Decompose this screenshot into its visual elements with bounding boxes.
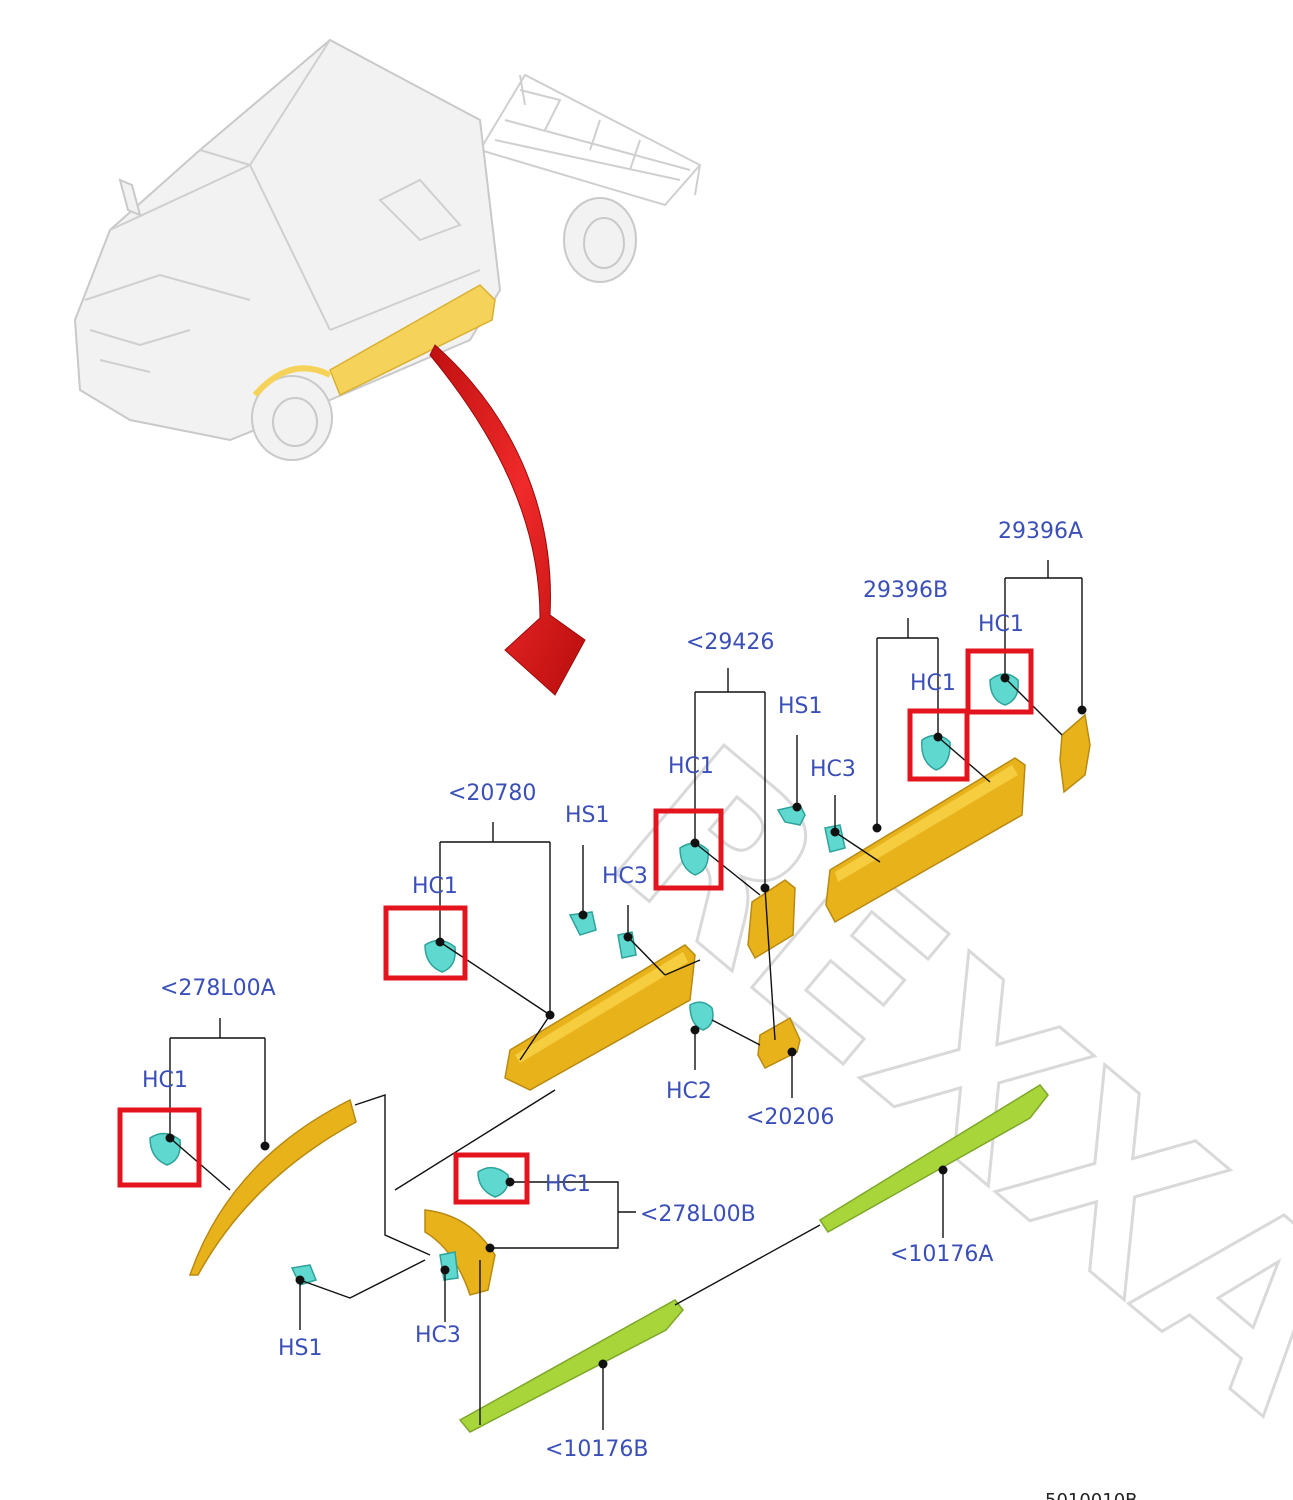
label-hc2: HC2 bbox=[666, 1079, 712, 1104]
label-hc1-b: HC1 bbox=[910, 671, 956, 696]
leader-lines bbox=[169, 560, 1083, 1430]
part-29426 bbox=[747, 879, 796, 960]
part-29396A bbox=[1059, 713, 1091, 794]
label-10176A: <10176A bbox=[890, 1242, 993, 1267]
label-hs1-c: HS1 bbox=[278, 1336, 323, 1361]
label-hc1-f: HC1 bbox=[545, 1172, 591, 1197]
label-hs1-a: HS1 bbox=[778, 694, 823, 719]
highlight-hc1-278L00A bbox=[117, 1107, 202, 1188]
part-278L00B bbox=[424, 1209, 496, 1296]
label-20206: <20206 bbox=[746, 1105, 834, 1130]
highlight-hc1-278L00B bbox=[453, 1152, 530, 1205]
part-labels: 29396A 29396B HC1 HC1 <29426 HS1 HC1 HC3… bbox=[142, 519, 1083, 1462]
label-hc1-e: HC1 bbox=[142, 1068, 188, 1093]
part-10176A bbox=[818, 1084, 1049, 1233]
label-29426: <29426 bbox=[686, 630, 774, 655]
pointer-arrow bbox=[429, 344, 586, 696]
highlight-hc1-20780 bbox=[383, 905, 468, 981]
label-hc1-d: HC1 bbox=[412, 874, 458, 899]
figure-code: 5010010B bbox=[1045, 1490, 1138, 1500]
highlight-boxes bbox=[117, 648, 1034, 1205]
callout-dots bbox=[165, 673, 1087, 1369]
label-hs1-b: HS1 bbox=[565, 803, 610, 828]
highlight-hc1-29426 bbox=[653, 808, 724, 891]
label-278L00A: <278L00A bbox=[160, 976, 276, 1001]
label-278L00B: <278L00B bbox=[640, 1202, 756, 1227]
label-hc1-a: HC1 bbox=[978, 612, 1024, 637]
label-hc3-c: HC3 bbox=[415, 1323, 461, 1348]
label-29396A: 29396A bbox=[998, 519, 1083, 544]
label-hc3-b: HC3 bbox=[602, 864, 648, 889]
part-10176B bbox=[458, 1299, 684, 1433]
van-illustration bbox=[73, 38, 702, 461]
part-278L00A bbox=[188, 1098, 357, 1276]
label-29396B: 29396B bbox=[863, 578, 948, 603]
label-hc3-a: HC3 bbox=[810, 757, 856, 782]
label-hc1-c: HC1 bbox=[668, 754, 714, 779]
part-29396B bbox=[825, 757, 1026, 924]
label-20780: <20780 bbox=[448, 781, 536, 806]
part-20780 bbox=[504, 944, 696, 1091]
highlight-hc1-29396B bbox=[907, 708, 970, 782]
label-10176B: <10176B bbox=[545, 1437, 649, 1462]
highlight-hc1-29396A bbox=[965, 648, 1034, 715]
